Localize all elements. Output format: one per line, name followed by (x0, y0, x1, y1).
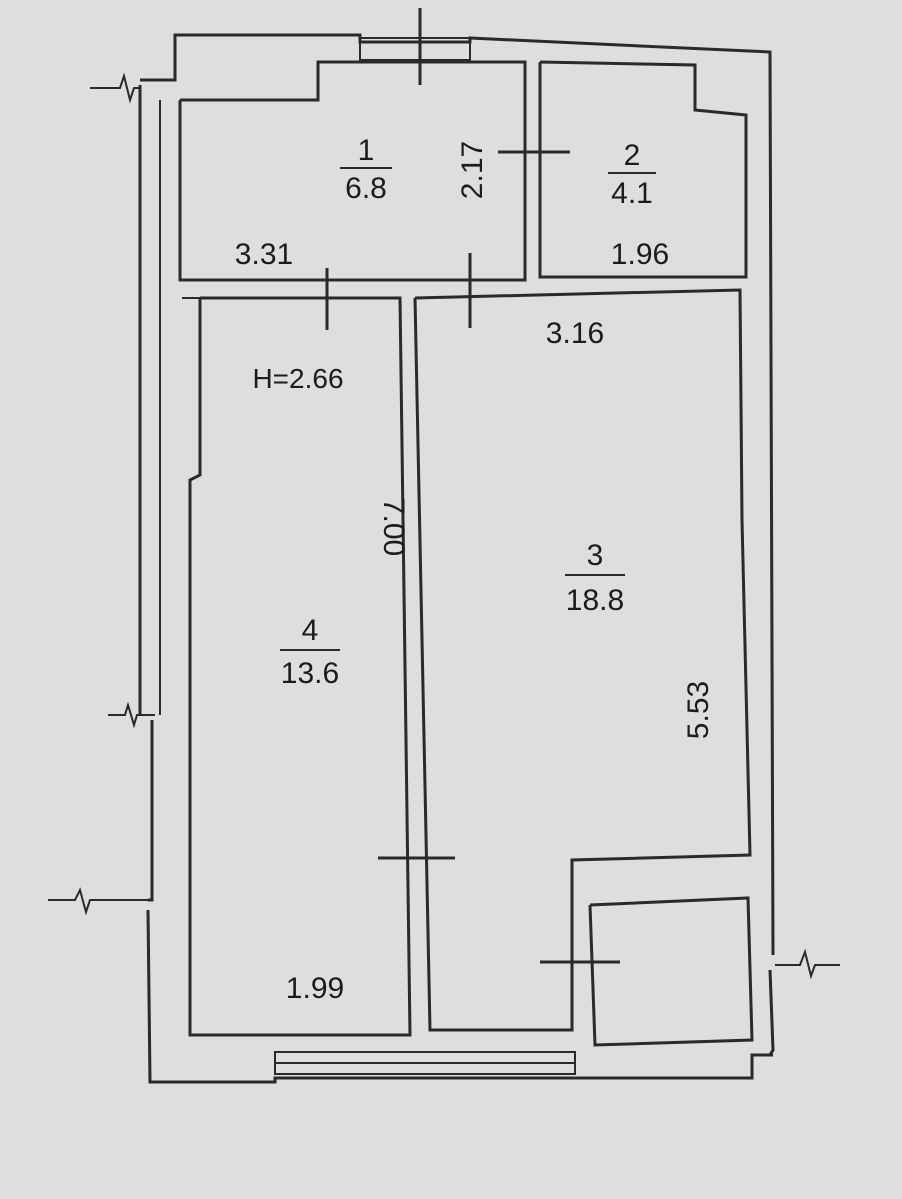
room-1 (178, 60, 527, 282)
room-3-length-label: 5.53 (682, 681, 715, 739)
room-3-outline (413, 288, 752, 1032)
room-3-area: 18.8 (566, 584, 624, 617)
break-symbol (90, 72, 140, 104)
room-4-number: 4 (302, 614, 319, 647)
room-4-width-label: 1.99 (286, 972, 344, 1005)
outer-wall-right-lower (768, 969, 775, 1056)
windows (274, 37, 576, 1075)
room-labels: 1 6.8 2 4.1 3 18.8 4 13.6 (280, 134, 656, 690)
break-symbol (108, 701, 155, 729)
room-4-length-label: 7.00 (377, 498, 410, 556)
room-2-width-label: 1.96 (611, 238, 669, 271)
room-2-area: 4.1 (611, 177, 653, 210)
room-2-number: 2 (624, 139, 641, 172)
room-4 (182, 296, 412, 1037)
wall-break-symbols (48, 72, 840, 980)
break-symbol (48, 887, 148, 916)
room-2 (538, 60, 748, 279)
dimension-labels: 3.31 2.17 1.96 3.16 5.53 7.00 1.99 H=2.6… (235, 141, 715, 1005)
room-4-area: 13.6 (281, 657, 339, 690)
window-top (359, 37, 471, 61)
break-symbol (775, 948, 840, 980)
balcony-outline (588, 896, 754, 1047)
room-1-outline (178, 60, 527, 282)
room-3-number: 3 (587, 539, 604, 572)
room-2-outline (538, 60, 748, 279)
room-4-outline (188, 296, 412, 1037)
room-1-width-label: 3.31 (235, 238, 293, 271)
room-1-area: 6.8 (345, 172, 387, 205)
room-3-width-label: 3.16 (546, 317, 604, 350)
room-1-height-label: 2.17 (456, 141, 489, 199)
room-3 (413, 288, 752, 1032)
balcony (588, 896, 754, 1047)
outer-wall-bottom (146, 909, 773, 1084)
room-1-number: 1 (358, 134, 375, 167)
outer-wall-left-lower (148, 720, 154, 902)
door-marks (325, 8, 620, 964)
ceiling-height-label: H=2.66 (252, 363, 343, 394)
